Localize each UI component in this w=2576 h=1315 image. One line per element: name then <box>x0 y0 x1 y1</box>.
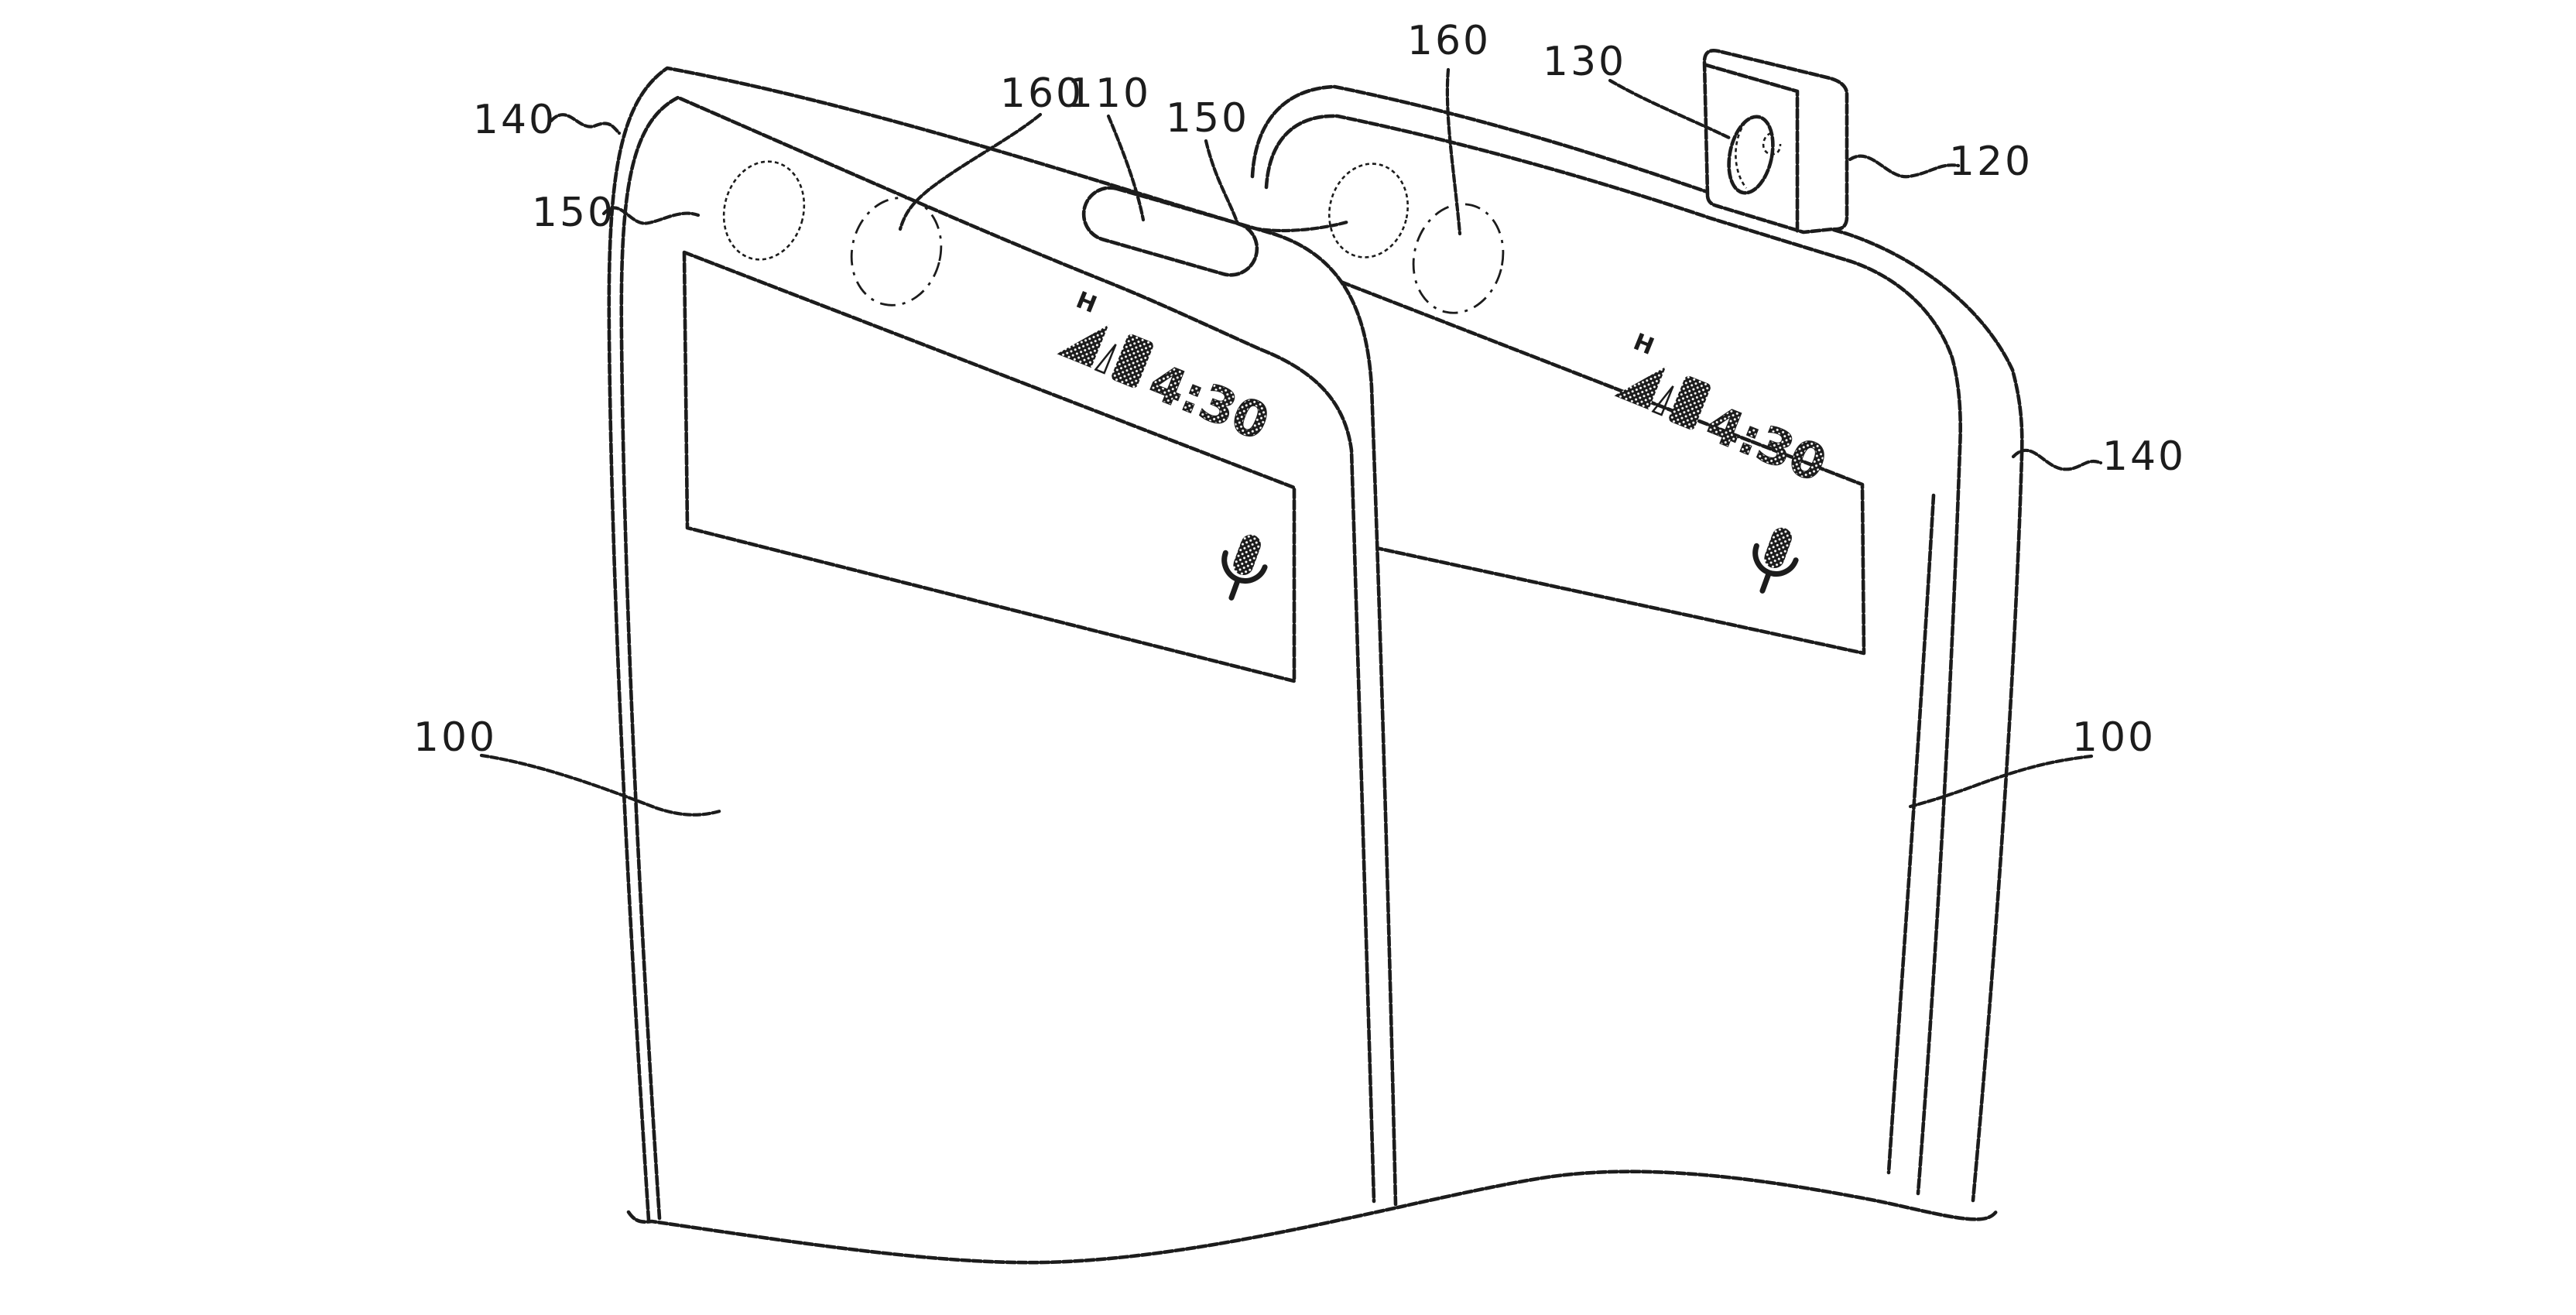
phone-right-outer-outline <box>1250 84 2024 1203</box>
ref-label-120: 120 <box>1949 139 2033 185</box>
leader-110 <box>1106 114 1146 222</box>
popup-camera-module <box>1702 49 1849 235</box>
ref-label-140-right: 140 <box>2102 433 2186 480</box>
leader-100-left <box>479 753 722 817</box>
phone-right-body <box>1252 87 2023 1238</box>
leader-150-right <box>1204 139 1349 233</box>
leader-120 <box>1848 154 1961 179</box>
phone-right-screen-right-edge <box>1886 493 1936 1175</box>
popup-camera-front-edges <box>1704 63 1800 234</box>
phone-left-body <box>608 68 1396 1261</box>
signal-sliver-icon-left <box>1094 344 1117 375</box>
popup-camera-outline <box>1702 49 1849 235</box>
ref-label-160-right: 160 <box>1407 18 1491 64</box>
search-bar-left[interactable] <box>682 250 1297 683</box>
front-camera-dashed-ellipse-left <box>850 197 943 306</box>
popup-camera-lens <box>1727 115 1775 195</box>
ref-label-110: 110 <box>1067 70 1151 117</box>
phone-right-inner-outline <box>1264 114 1962 1196</box>
signal-triangle-icon-left <box>1057 324 1109 368</box>
battery-icon-left <box>1112 334 1153 389</box>
front-camera-solid-ellipse-left <box>722 160 806 261</box>
battery-icon-right <box>1669 375 1711 430</box>
front-camera-dashed-ellipse-right <box>1412 203 1505 314</box>
popup-camera-body <box>1704 50 1847 232</box>
leader-150-left <box>601 206 701 225</box>
microphone-icon-right[interactable] <box>1743 521 1805 598</box>
leader-160-right <box>1445 67 1462 236</box>
earpiece-speaker <box>1081 186 1259 277</box>
leader-140-right <box>2011 448 2103 471</box>
signal-sliver-icon-right <box>1651 385 1674 416</box>
leader-140-left <box>549 113 622 135</box>
leader-130 <box>1608 78 1732 140</box>
phone-right: H 4:30 <box>1250 84 2024 1238</box>
reference-labels: 140 150 160 110 150 160 130 120 140 100 … <box>413 18 2186 761</box>
ref-label-130: 130 <box>1543 39 1626 85</box>
ref-label-150-right: 150 <box>1166 95 1249 142</box>
leader-lines <box>479 67 2103 817</box>
phone-left-inner-outline <box>619 95 1376 1221</box>
microphone-icon-left[interactable] <box>1212 528 1274 604</box>
phone-left: H 4:30 <box>607 66 1398 1261</box>
leader-160-left <box>898 112 1043 231</box>
ref-label-140-left: 140 <box>473 97 557 143</box>
phone-left-outer-outline <box>607 66 1398 1222</box>
popup-camera-lens-highlight <box>1735 122 1748 189</box>
ref-label-160-left: 160 <box>1000 70 1084 117</box>
front-camera-solid-ellipse-right <box>1327 163 1410 259</box>
leader-100-right <box>1908 754 2094 809</box>
ref-label-150-left: 150 <box>532 190 615 236</box>
ref-label-100-right: 100 <box>2072 714 2156 761</box>
ref-label-100-left: 100 <box>413 714 497 761</box>
popup-camera-lens-reflection <box>1762 132 1782 156</box>
bottom-break-line <box>626 1169 1999 1265</box>
signal-triangle-icon-right <box>1614 366 1667 410</box>
